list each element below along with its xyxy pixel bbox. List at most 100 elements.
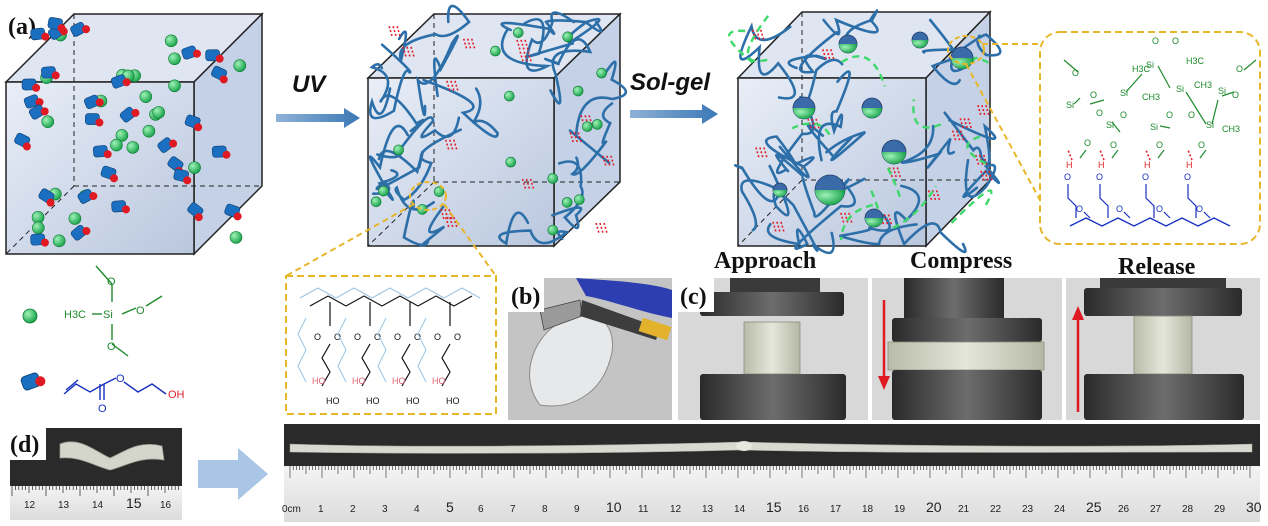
svg-text:Si: Si [1146, 60, 1154, 70]
silane-sphere [505, 156, 517, 168]
hydrogen-bond [826, 49, 831, 60]
silane-sphere [591, 119, 603, 130]
legend-hea: O O OH [20, 372, 185, 415]
ruler-number: 12 [24, 500, 36, 511]
stretch-arrow-icon [198, 448, 268, 500]
svg-text:O: O [1076, 204, 1083, 214]
hydrogen-bond [963, 118, 969, 129]
hydrogen-bond [602, 155, 607, 167]
svg-text:O: O [136, 305, 145, 317]
hydrogen-bond [984, 170, 989, 182]
silica-network-link [791, 122, 831, 136]
svg-text:HO: HO [446, 396, 460, 406]
svg-text:O: O [1196, 204, 1203, 214]
hydrogen-bond [981, 105, 986, 116]
hydrogen-bond [967, 118, 973, 129]
polymer-chain [943, 111, 997, 165]
silane-sphere [572, 85, 584, 97]
svg-text:HO: HO [312, 376, 326, 386]
silane-sphere [52, 234, 66, 248]
hydrogen-bond [887, 214, 893, 225]
silane-sphere-icon [22, 308, 38, 324]
panel-label-b: (b) [511, 284, 540, 310]
polymer-chain [415, 34, 459, 117]
svg-text:O: O [1142, 172, 1149, 182]
hydrogen-bond [595, 222, 600, 234]
ruler-number: 17 [830, 504, 842, 515]
acrylate-monomer [173, 168, 192, 185]
svg-text:HO: HO [366, 396, 380, 406]
stage-release: Release [1118, 254, 1196, 280]
silane-sphere [574, 194, 585, 205]
silica-network-link [966, 135, 990, 167]
svg-text:H3C: H3C [1186, 56, 1205, 66]
ruler-number: 0cm [282, 504, 301, 515]
hydrogen-bond [396, 26, 401, 37]
hydrogen-bond [448, 139, 454, 150]
acrylate-monomer [47, 17, 66, 33]
hydrogen-bond [982, 154, 988, 166]
hydrogen-bond [449, 217, 454, 228]
hydrogen-bond [759, 29, 765, 41]
polymer-chain [372, 149, 424, 196]
polymer-chain [893, 184, 967, 254]
silane-sphere [490, 45, 501, 57]
acrylate-monomer [38, 188, 55, 207]
polymer-chain [569, 102, 614, 176]
hydrogen-bond [980, 170, 985, 182]
hydrogen-bond [610, 155, 615, 167]
svg-text:O: O [1188, 110, 1195, 120]
acrylate-monomer [119, 106, 140, 123]
polymer-chain [962, 158, 1001, 199]
svg-text:O: O [1084, 138, 1091, 148]
silane-sphere [41, 115, 55, 129]
silica-network-link [839, 203, 874, 241]
hydrogen-bond [606, 155, 611, 167]
photo-c-release [1066, 278, 1260, 420]
silane-sphere [512, 27, 524, 38]
hydrogen-bond [453, 217, 458, 228]
uv-arrow: UV [276, 71, 360, 128]
hydrogen-bond [402, 46, 407, 58]
acrylate-monomer [157, 137, 178, 153]
silica-network-link [886, 167, 901, 200]
hydrogen-bond [935, 190, 941, 201]
svg-text:H: H [1144, 160, 1151, 170]
ruler-number: 3 [382, 504, 388, 515]
silane-sphere [164, 34, 178, 48]
acrylate-monomer [187, 202, 204, 222]
ruler-number: 16 [798, 504, 810, 515]
hydrogen-bond [780, 221, 785, 233]
polymer-chain [568, 60, 628, 165]
acrylate-monomer [30, 233, 49, 247]
svg-text:O: O [1110, 140, 1117, 150]
polymer-chain [822, 9, 879, 52]
silica-network-link [746, 14, 770, 63]
svg-text:O: O [1120, 110, 1127, 120]
hydrogen-bond [599, 222, 604, 234]
ruler-number: 4 [414, 504, 420, 515]
legend-mtms: O O O Si H3C [22, 265, 163, 357]
hydrogen-bond [840, 212, 845, 224]
silane-sphere [547, 224, 559, 236]
hydrogen-bond [776, 221, 781, 233]
svg-text:Si: Si [1206, 120, 1214, 130]
hydrogen-bond [462, 38, 468, 49]
acrylate-monomer [224, 203, 242, 221]
hydrogen-bond [974, 154, 980, 166]
svg-text:CH3: CH3 [1222, 124, 1240, 134]
svg-text:H3C: H3C [64, 309, 86, 321]
ruler-number: 5 [446, 499, 454, 515]
polymer-chain [422, 78, 499, 138]
ruler-number: 28 [1182, 504, 1194, 515]
svg-text:O: O [1090, 90, 1097, 100]
silane-sphere [370, 196, 382, 208]
svg-text:O: O [1116, 204, 1123, 214]
svg-text:O: O [1184, 172, 1191, 182]
acrylate-monomer [28, 104, 49, 120]
svg-text:O: O [1152, 36, 1159, 46]
